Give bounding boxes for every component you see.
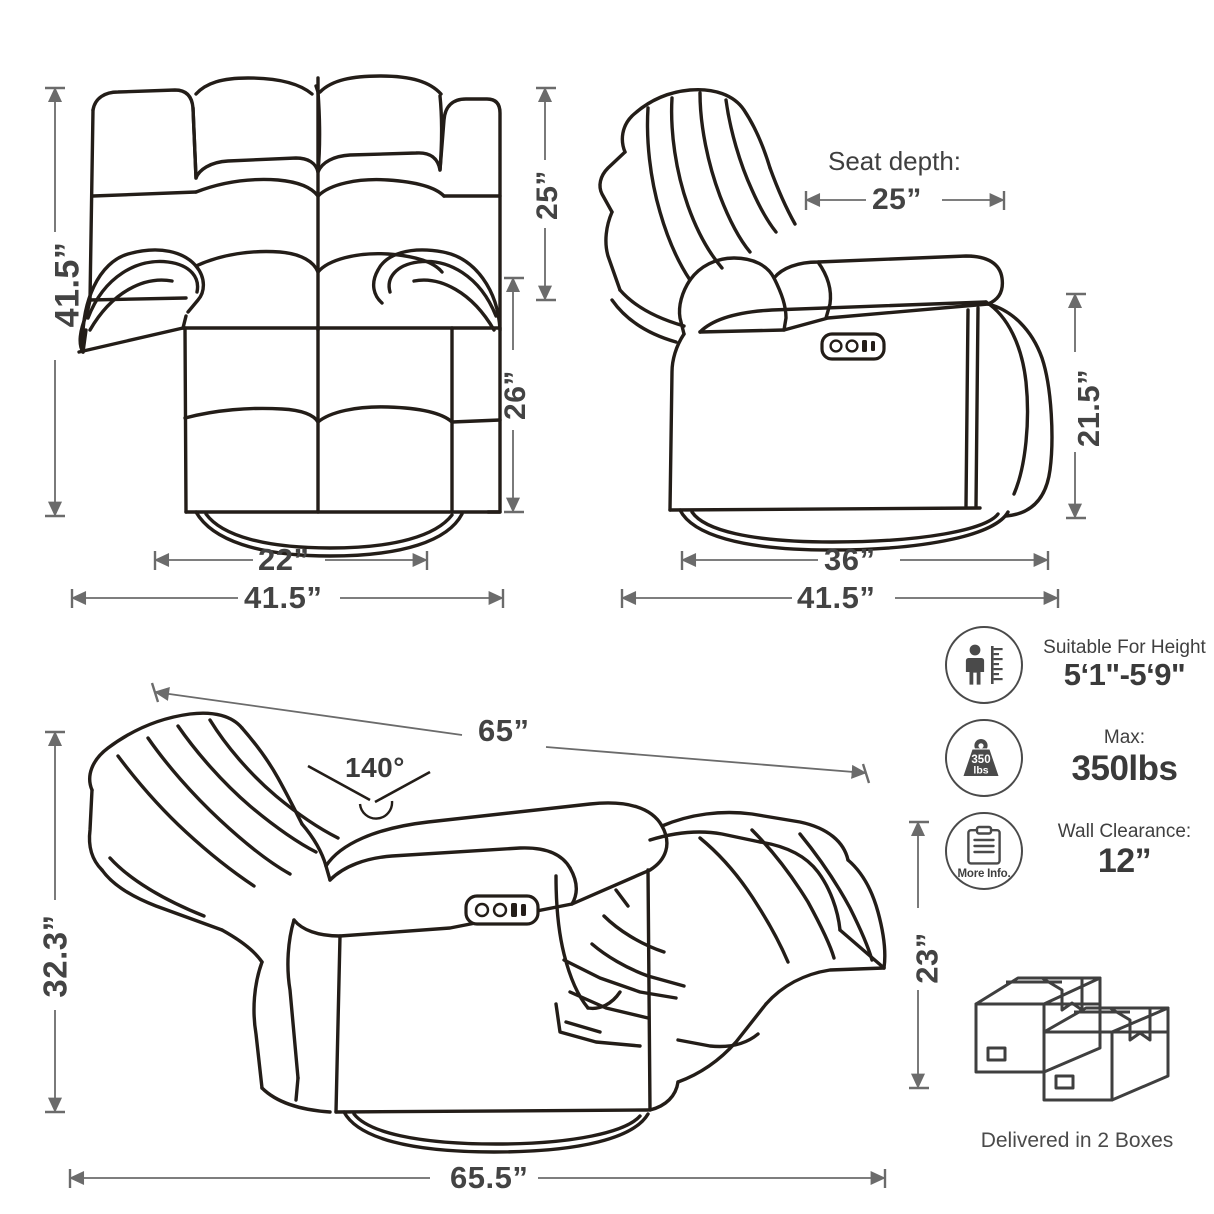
recline-angle-marker <box>307 764 431 820</box>
reclined-view-control-panel <box>464 894 540 926</box>
specs-info-panel: Suitable For Height 5‘1"-5‘9" 350 lbs Ma… <box>945 618 1214 897</box>
spec-value-height: 5‘1"-5‘9" <box>1063 656 1186 692</box>
spec-caption-height: Suitable For Height <box>1043 636 1206 658</box>
person-height-ruler-icon <box>945 625 1023 704</box>
clipboard-icon-label: More Info. <box>957 867 1011 880</box>
spec-text-wall-clearance: Wall Clearance: 12” <box>1023 821 1214 880</box>
dim-front-back-height: 25” <box>530 170 564 220</box>
dim-front-seat-to-top: 26” <box>498 370 532 420</box>
spec-row-weight: 350 lbs Max: 350lbs <box>945 711 1214 804</box>
dim-side-base-depth: 36” <box>824 542 876 577</box>
clipboard-more-info-icon[interactable]: More Info. <box>945 811 1023 890</box>
person-height-ruler-glyph <box>965 644 1003 685</box>
dim-recline-angle: 140° <box>345 752 405 783</box>
dimension-lines-layer <box>45 86 1086 1188</box>
dim-reclined-length: 65.5” <box>450 1160 529 1195</box>
packaging-block: Delivered in 2 Boxes <box>940 960 1214 1153</box>
front-view-chair <box>77 74 502 558</box>
dim-side-total-depth: 41.5” <box>797 580 876 615</box>
dim-front-total-width: 41.5” <box>244 580 323 615</box>
svg-text:lbs: lbs <box>973 764 988 776</box>
weight-350lbs-icon: 350 lbs <box>945 718 1023 797</box>
dim-seat-depth: 25” <box>872 183 922 216</box>
seat-depth-caption: Seat depth: <box>828 146 961 176</box>
reclined-view-chair <box>87 711 887 1154</box>
svg-text:350: 350 <box>971 754 990 766</box>
weight-350lbs-glyph: 350 lbs <box>963 738 999 776</box>
spec-caption-wall-clearance: Wall Clearance: <box>1057 820 1192 842</box>
dim-reclined-height: 32.3” <box>36 914 74 998</box>
dim-front-seat-width: 22” <box>258 542 310 577</box>
dim-side-seat-height: 21.5” <box>1071 368 1107 448</box>
clipboard-glyph <box>967 825 1001 865</box>
spec-row-height: Suitable For Height 5‘1"-5‘9" <box>945 618 1214 711</box>
side-view-chair <box>598 87 1054 552</box>
dim-front-total-height: 41.5” <box>48 241 87 328</box>
packaging-caption: Delivered in 2 Boxes <box>980 1129 1174 1152</box>
side-view-control-panel <box>820 332 886 361</box>
spec-caption-weight: Max: <box>1103 727 1146 749</box>
spec-text-weight: Max: 350lbs <box>1023 727 1214 787</box>
spec-row-wall-clearance: More Info. Wall Clearance: 12” <box>945 804 1214 897</box>
dim-reclined-diagonal: 65” <box>478 713 530 748</box>
spec-value-weight: 350lbs <box>1071 748 1178 788</box>
spec-text-height: Suitable For Height 5‘1"-5‘9" <box>1023 637 1214 693</box>
two-boxes-icon <box>974 976 1170 1102</box>
spec-value-wall-clearance: 12” <box>1097 842 1152 881</box>
